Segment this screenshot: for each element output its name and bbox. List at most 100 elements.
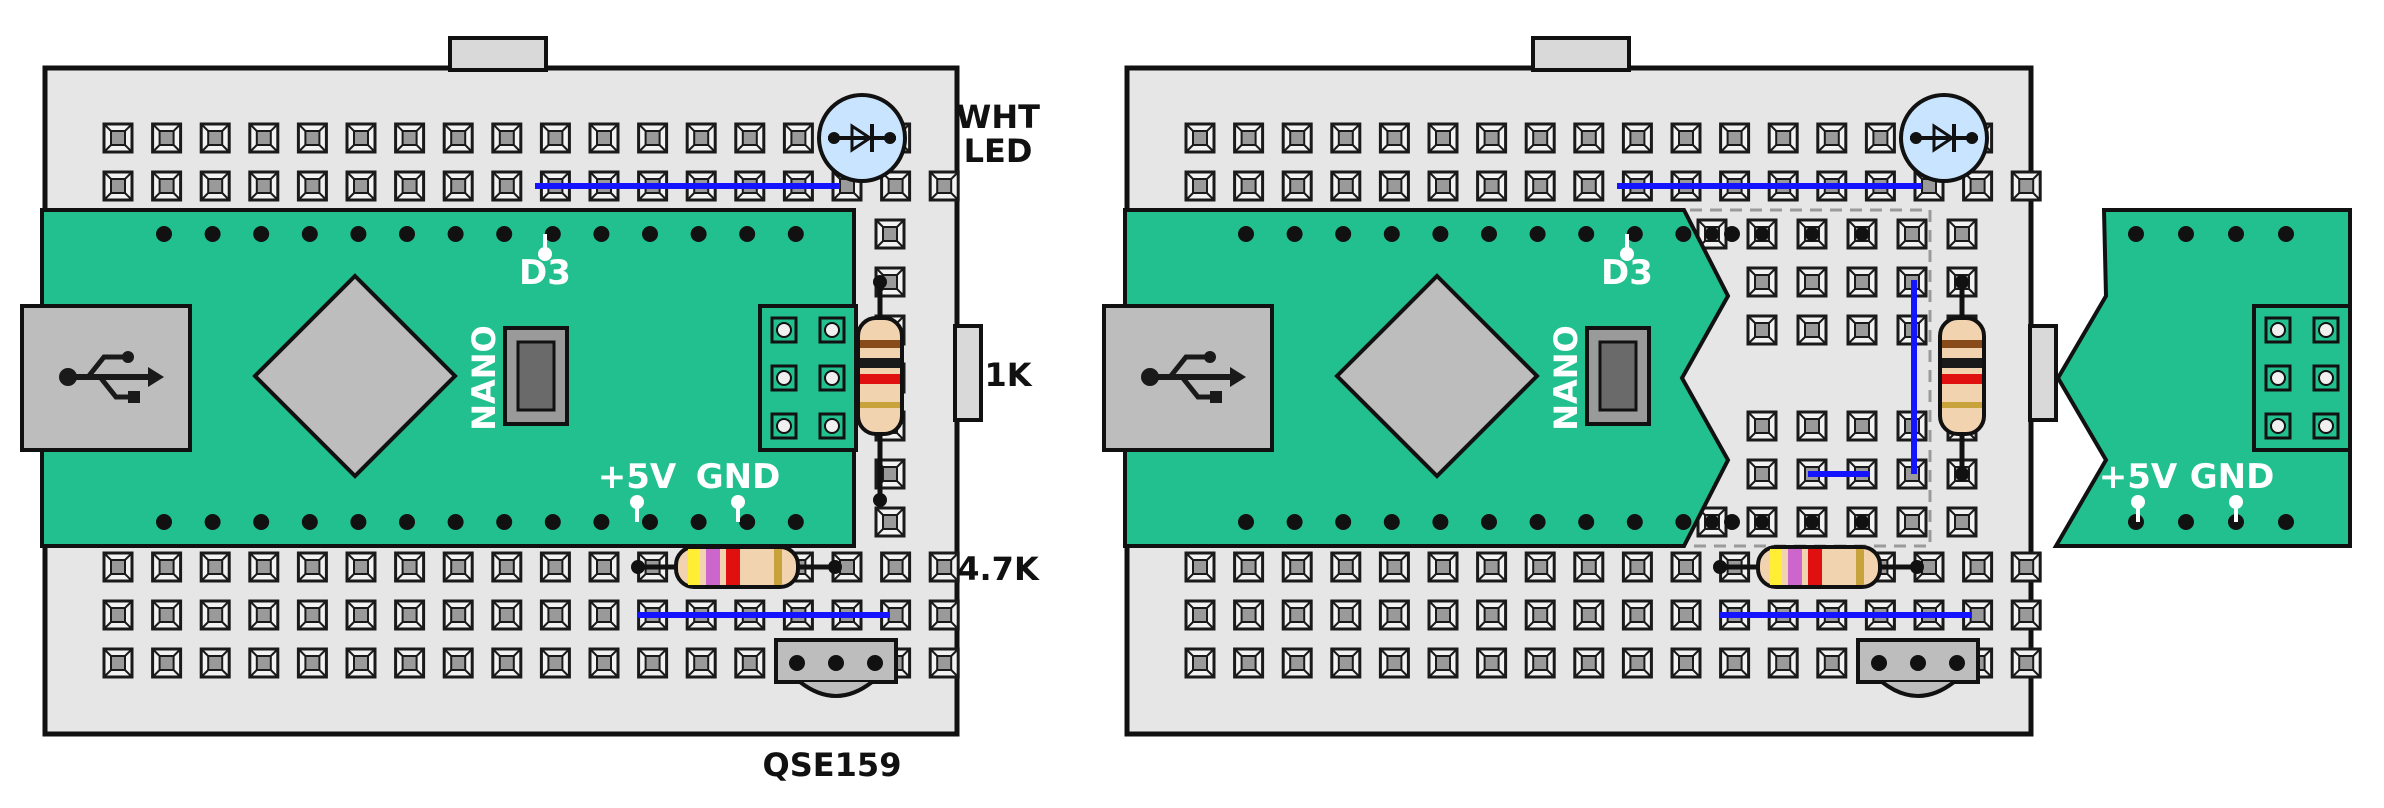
nano-pin: [1383, 514, 1400, 530]
breadboard-hole: [491, 647, 523, 679]
nano-label-left: NANO: [465, 325, 503, 431]
breadboard-hole: [491, 599, 523, 631]
nano-pin: [690, 226, 707, 242]
sensor-side-tab-right: [2028, 324, 2058, 422]
breadboard-hole: [1427, 599, 1459, 631]
breadboard-hole: [1816, 122, 1848, 154]
breadboard-hole: [1524, 122, 1556, 154]
breadboard-hole: [151, 170, 183, 202]
breadboard-hole: [588, 599, 620, 631]
breadboard-hole: [199, 551, 231, 583]
breadboard-hole: [102, 647, 134, 679]
breadboard-hole: [296, 599, 328, 631]
breadboard-hole: [2010, 647, 2042, 679]
nano-pin: [739, 514, 756, 530]
breadboard-hole: [1524, 551, 1556, 583]
pin-dot: [1805, 515, 1819, 529]
breadboard-hole: [1524, 599, 1556, 631]
breadboard-hole: [1670, 551, 1702, 583]
nano-pin: [2228, 226, 2244, 242]
breadboard-hole: [345, 551, 377, 583]
breadboard-hole: [928, 599, 960, 631]
breadboard-hole: [442, 122, 474, 154]
breadboard-hole: [874, 506, 906, 538]
nano-board-piece: [2052, 208, 2352, 548]
nano-pin: [253, 226, 270, 242]
breadboard-hole: [880, 551, 912, 583]
breadboard-hole: [1476, 170, 1508, 202]
breadboard-hole: [539, 599, 571, 631]
breadboard-hole: [151, 122, 183, 154]
breadboard-hole: [1846, 266, 1878, 298]
breadboard-hole: [928, 647, 960, 679]
nano-pin: [690, 514, 707, 530]
pin-callout-dot: [630, 495, 644, 509]
breadboard-hole: [102, 122, 134, 154]
breadboard-hole: [199, 647, 231, 679]
nano-pin: [399, 226, 415, 242]
breadboard-hole: [1184, 551, 1216, 583]
nano-pin: [1578, 226, 1595, 242]
breadboard-hole: [1378, 122, 1410, 154]
breadboard-hole: [1846, 410, 1878, 442]
breadboard-hole: [1476, 551, 1508, 583]
icsp-pin-hole: [776, 322, 792, 338]
nano-pin: [253, 514, 270, 530]
nano-pin: [2278, 514, 2294, 530]
breadboard-hole: [442, 170, 474, 202]
icsp-pin-hole: [776, 370, 792, 386]
nano-pin: [301, 226, 318, 242]
breadboard-hole: [394, 647, 426, 679]
breadboard-hole: [151, 599, 183, 631]
nano-pin: [642, 226, 658, 242]
icsp-pin-hole: [824, 322, 840, 338]
breadboard-hole: [1524, 647, 1556, 679]
breadboard-hole: [199, 122, 231, 154]
breadboard-hole: [1281, 551, 1313, 583]
breadboard-hole: [1378, 551, 1410, 583]
nano-pin: [350, 226, 367, 242]
icsp-pin-hole: [776, 418, 792, 434]
nano-pin: [447, 226, 464, 242]
nano-pin: [1238, 514, 1254, 530]
breadboard-hole: [1896, 506, 1928, 538]
breadboard-hole: [1378, 599, 1410, 631]
breadboard-hole: [2010, 170, 2042, 202]
breadboard-hole: [1670, 122, 1702, 154]
breadboard-hole: [1184, 599, 1216, 631]
breadboard-hole: [491, 122, 523, 154]
breadboard-hole: [1962, 551, 1994, 583]
nano-pin: [1481, 226, 1497, 242]
breadboard-hole: [102, 170, 134, 202]
icsp-pin-hole: [824, 418, 840, 434]
breadboard-hole: [1896, 218, 1928, 250]
breadboard-hole: [345, 170, 377, 202]
nano-pin: [399, 514, 415, 530]
nano-pin: [1626, 514, 1643, 530]
breadboard-hole: [1719, 647, 1751, 679]
nano-pin: [1286, 514, 1303, 530]
icsp-pin-hole: [824, 370, 840, 386]
pin-d3-label-right: D3: [1601, 253, 1653, 293]
breadboard-hole: [1281, 599, 1313, 631]
breadboard-hole: [1621, 647, 1653, 679]
breadboard-hole: [199, 599, 231, 631]
nano-pin: [739, 226, 756, 242]
breadboard-hole: [1233, 647, 1265, 679]
breadboard-hole: [1946, 506, 1978, 538]
breadboard-hole: [1476, 122, 1508, 154]
breadboard-hole: [1330, 170, 1362, 202]
nano-pin: [1578, 514, 1595, 530]
breadboard-hole: [102, 551, 134, 583]
breadboard-hole: [296, 170, 328, 202]
nano-pin: [544, 514, 561, 530]
nano-pin: [156, 514, 172, 530]
nano-pin: [1432, 514, 1449, 530]
icsp-pin-hole: [2318, 370, 2334, 386]
nano-pin: [1529, 226, 1546, 242]
breadboard-tab-right: [1531, 36, 1631, 72]
nano-pin: [1529, 514, 1546, 530]
breadboard-hole: [248, 170, 280, 202]
breadboard-hole: [1670, 599, 1702, 631]
